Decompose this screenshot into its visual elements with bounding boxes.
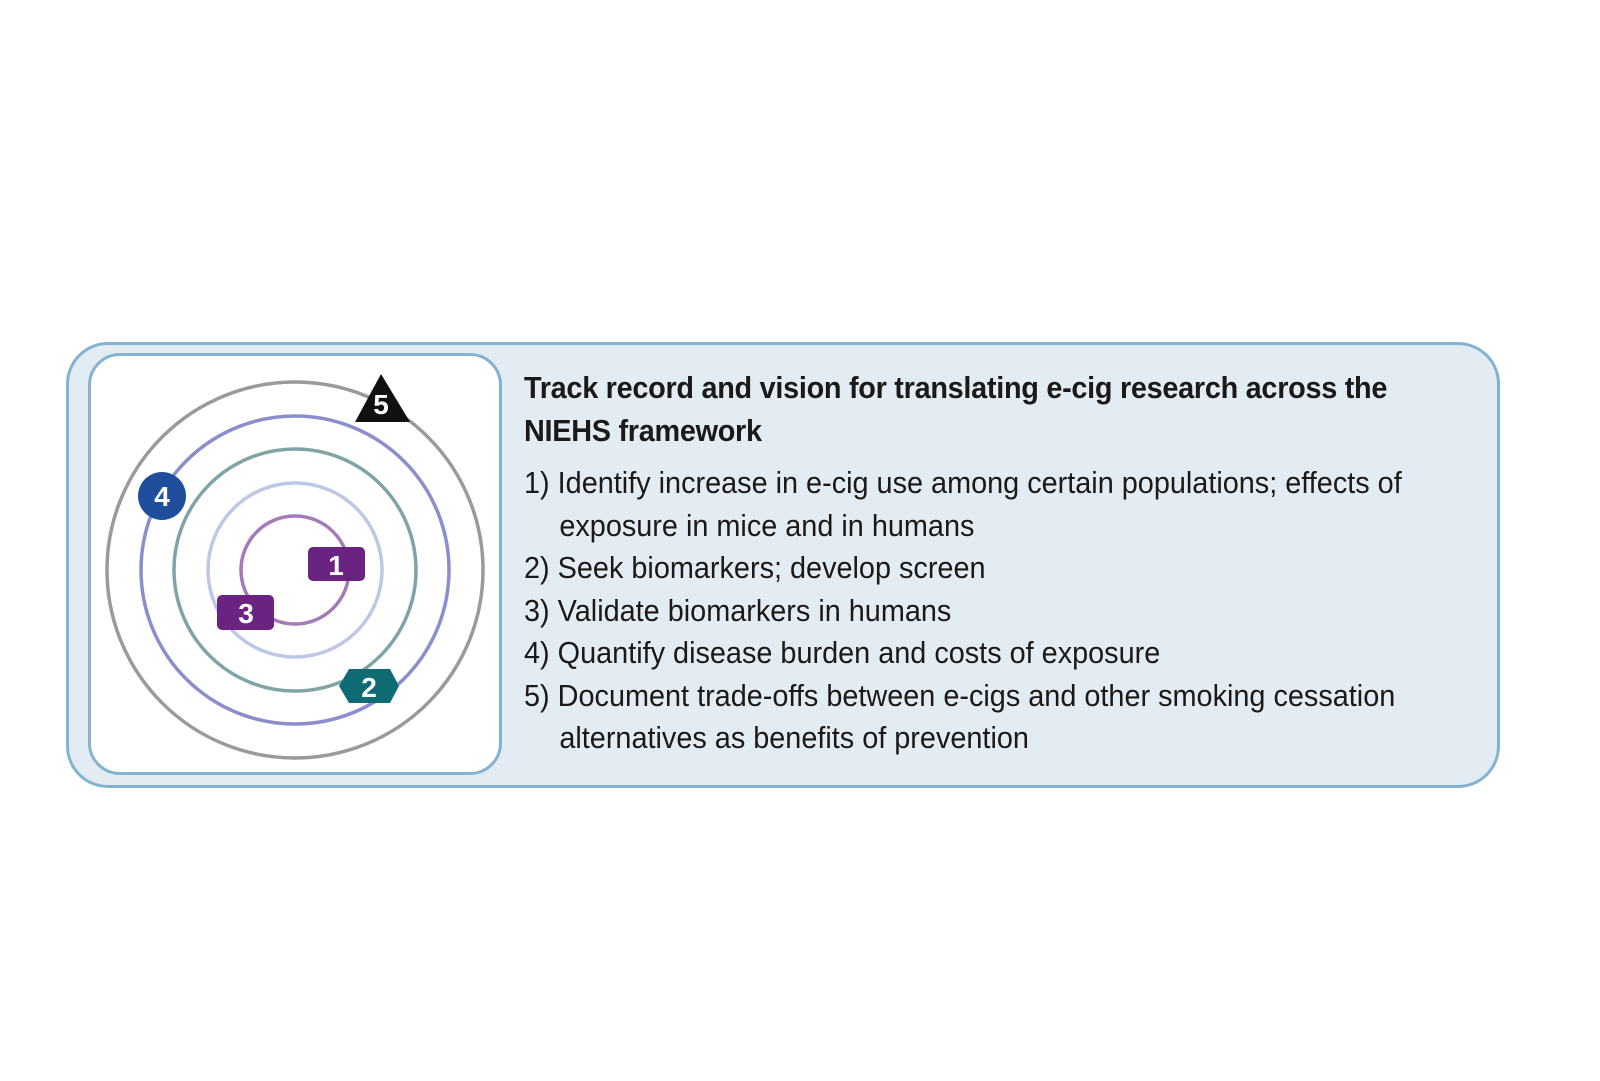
marker-3: 3: [217, 595, 274, 630]
svg-text:4: 4: [154, 481, 170, 512]
list-item: 2) Seek biomarkers; develop screen: [524, 550, 986, 585]
step-list: 1) Identify increase in e-cig use among …: [524, 462, 1482, 760]
ring-4: [139, 414, 451, 726]
svg-text:2: 2: [361, 672, 377, 703]
ring-5: [105, 380, 485, 760]
svg-text:3: 3: [238, 598, 254, 629]
target-diagram-box: [88, 353, 502, 775]
list-item: 1) Identify increase in e-cig use among …: [524, 465, 1402, 543]
panel-title: Track record and vision for translating …: [524, 370, 1388, 448]
list-item: 4) Quantify disease burden and costs of …: [524, 635, 1161, 670]
list-item: 5) Document trade-offs between e-cigs an…: [524, 677, 1396, 756]
svg-text:1: 1: [328, 550, 344, 581]
list-item: 3) Validate biomarkers in humans: [524, 592, 952, 628]
ring-3: [172, 447, 418, 693]
marker-5: 5: [355, 374, 410, 422]
marker-4: 4: [138, 472, 186, 520]
svg-text:5: 5: [373, 389, 389, 420]
description: Track record and vision for translating …: [524, 366, 1484, 760]
marker-2: 2: [339, 669, 399, 703]
ring-2: [206, 481, 384, 659]
marker-1: 1: [308, 547, 365, 581]
